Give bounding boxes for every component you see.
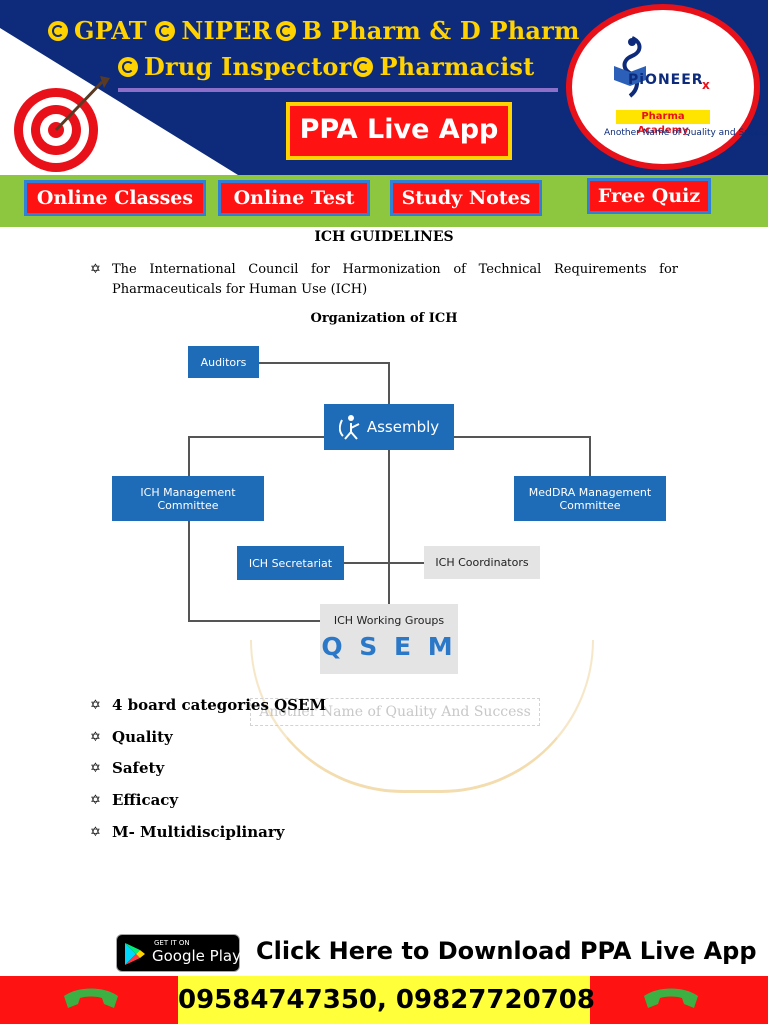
watermark-tagline: Another Name of Quality And Success: [250, 698, 540, 726]
header-line-2: Drug Inspector Pharmacist: [118, 52, 534, 81]
header-tag-niper: NIPER: [181, 16, 272, 45]
phone-numbers[interactable]: 09584747350, 09827720708: [178, 985, 595, 1015]
org-box-assembly-label: Assembly: [366, 418, 440, 436]
star-bullet-icon: ✡: [90, 761, 101, 776]
phone-number-panel: [178, 976, 590, 1024]
header-line-1: GPAT NIPER B Pharm & D Pharm: [48, 16, 580, 45]
logo-tagline: Another Name of Quality and Success: [604, 128, 768, 138]
google-play-small-label[interactable]: GET IT ON: [154, 939, 190, 947]
header-tag-bpharm: B Pharm & D Pharm: [301, 16, 580, 45]
intro-paragraph: The International Council for Harmonizat…: [112, 262, 678, 297]
org-box-ich-secretariat: ICH Secretariat: [237, 546, 344, 580]
logo-name: PiONEER: [628, 72, 704, 88]
ppa-live-app-button[interactable]: PPA Live App: [299, 114, 499, 145]
org-box-meddra-management: MedDRA Management Committee: [514, 476, 666, 521]
header-tag-gpat: GPAT: [74, 16, 147, 45]
org-chart-title: Organization of ICH: [310, 311, 458, 326]
list-item: Quality: [112, 728, 173, 746]
list-item: Efficacy: [112, 791, 179, 809]
connector-line: [188, 436, 326, 438]
org-box-auditors: Auditors: [188, 346, 259, 378]
logo-rx: x: [702, 78, 710, 92]
connector-line: [188, 436, 190, 476]
header-divider: [118, 88, 558, 92]
list-item: 4 board categories QSEM: [112, 696, 327, 714]
list-item: M- Multidisciplinary: [112, 823, 285, 841]
swirl-icon: [353, 57, 374, 77]
org-box-assembly: Assembly: [324, 404, 454, 450]
phone-icon-left[interactable]: [58, 986, 124, 1016]
header-tag-pharmacist: Pharmacist: [379, 52, 535, 81]
org-box-ich-management: ICH Management Committee: [112, 476, 264, 521]
google-play-label[interactable]: Google Play: [152, 947, 241, 965]
star-bullet-icon: ✡: [90, 730, 101, 745]
phone-icon-right[interactable]: [638, 986, 704, 1016]
logo-academy: Pharma Academy: [616, 110, 710, 136]
swirl-icon: [155, 21, 176, 41]
connector-line: [388, 362, 390, 404]
download-app-link[interactable]: Click Here to Download PPA Live App: [256, 937, 757, 965]
logo-badge: [566, 4, 760, 170]
google-play-icon[interactable]: [124, 942, 146, 966]
connector-line: [452, 436, 590, 438]
swirl-icon: [118, 57, 138, 77]
nav-free-quiz[interactable]: Free Quiz: [587, 178, 711, 214]
header-tag-drug-inspector: Drug Inspector: [144, 52, 352, 81]
snake-book-logo-icon: [614, 36, 646, 98]
star-bullet-icon: ✡: [90, 825, 101, 840]
target-icon: [14, 76, 110, 172]
header-banner: GPAT NIPER B Pharm & D Pharm Drug Inspect…: [0, 0, 768, 175]
nav-online-test[interactable]: Online Test: [218, 180, 370, 216]
nav-online-classes[interactable]: Online Classes: [24, 180, 206, 216]
nav-study-notes[interactable]: Study Notes: [390, 180, 542, 216]
star-bullet-icon: ✡: [90, 698, 101, 713]
connector-line: [589, 436, 591, 476]
org-box-ich-coordinators: ICH Coordinators: [424, 546, 540, 579]
connector-line: [188, 620, 322, 622]
ich-person-icon: [338, 415, 360, 440]
working-groups-label: ICH Working Groups: [333, 614, 445, 627]
ppa-live-app-button-frame[interactable]: [286, 102, 512, 160]
connector-line: [343, 562, 425, 564]
list-item: Safety: [112, 759, 165, 777]
swirl-icon: [275, 21, 296, 41]
star-bullet-icon: ✡: [90, 793, 101, 808]
swirl-icon: [48, 21, 68, 41]
header-background: [0, 0, 768, 175]
connector-line: [258, 362, 389, 364]
connector-line: [388, 448, 390, 606]
star-bullet-icon: ✡: [90, 262, 101, 277]
connector-line: [188, 520, 190, 622]
page-title: ICH GUIDELINES: [314, 229, 454, 245]
